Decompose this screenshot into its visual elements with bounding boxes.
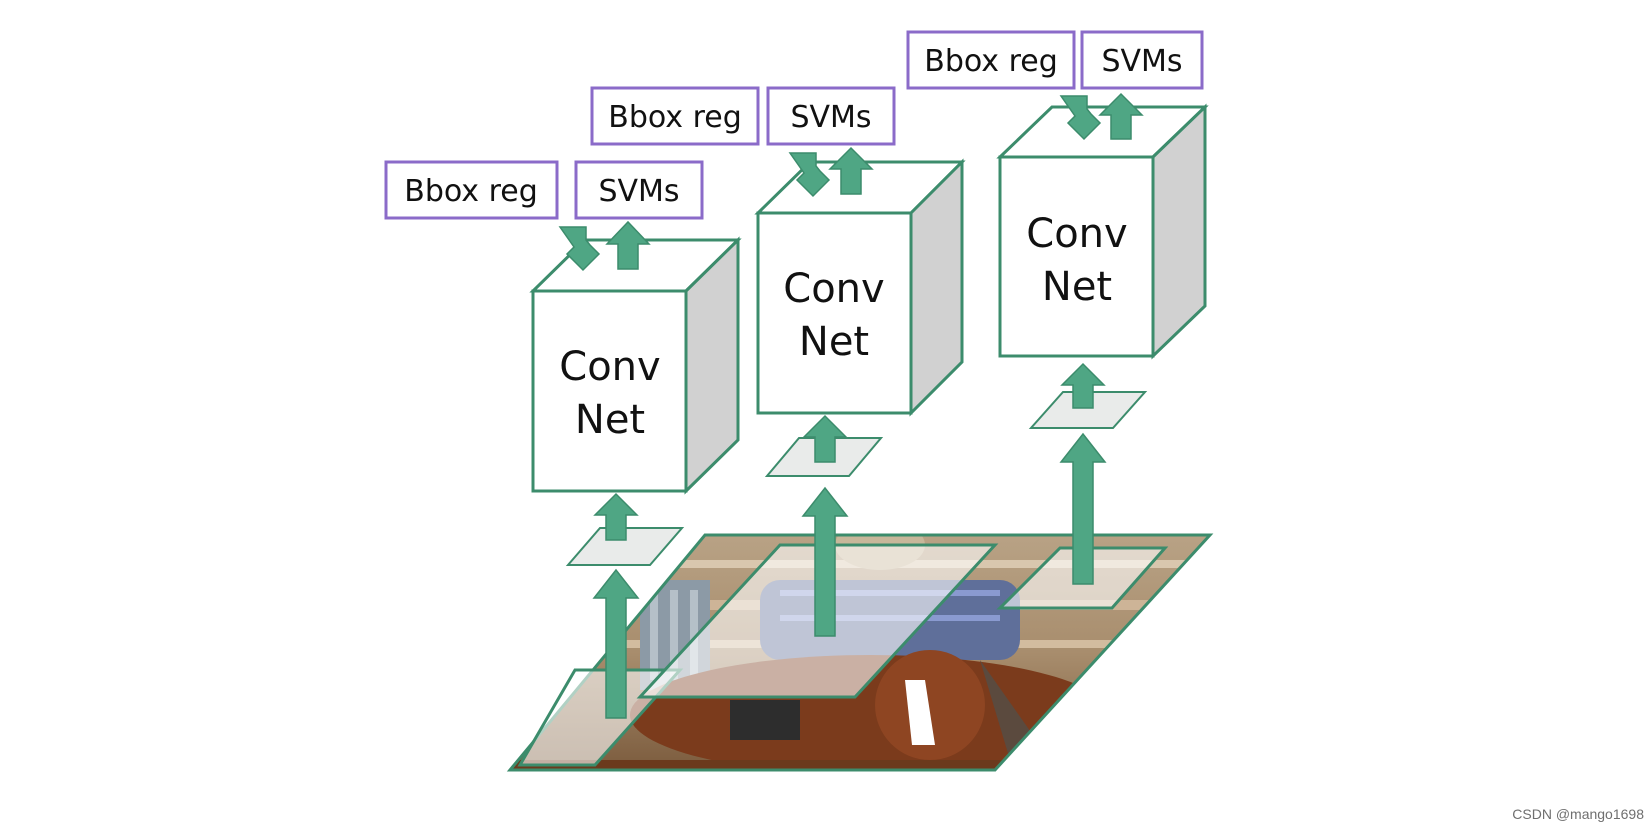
bbox-reg-box-3: Bbox reg (906, 30, 1076, 90)
bbox-reg-label: Bbox reg (608, 100, 742, 135)
convnet-label-line2: Net (799, 319, 869, 365)
svms-label: SVMs (598, 174, 679, 209)
arrow-up-icon (593, 492, 639, 541)
bbox-reg-box-2: Bbox reg (590, 86, 760, 146)
svms-label: SVMs (790, 100, 871, 135)
convnet-label-line1: Conv (559, 344, 660, 390)
arrow-up-icon (605, 220, 651, 270)
arrow-up-icon (828, 146, 874, 195)
arrow-up-icon (802, 414, 848, 463)
svms-label: SVMs (1101, 44, 1182, 79)
convnet-label-line1: Conv (783, 266, 884, 312)
watermark-text: CSDN @mango1698 (1512, 806, 1644, 822)
arrow-diagonal-icon (1059, 95, 1102, 141)
convnet-box-1: Conv Net (529, 236, 742, 495)
pipeline-3: Conv Net Bbox reg SVMs (906, 30, 1209, 585)
convnet-box-2: Conv Net (754, 158, 966, 417)
bbox-reg-label: Bbox reg (404, 174, 538, 209)
convnet-box-3: Conv Net (996, 103, 1209, 360)
arrow-up-icon (1098, 92, 1144, 140)
arrow-up-icon (801, 486, 849, 637)
svms-box-3: SVMs (1080, 30, 1204, 90)
warped-crop-3 (1028, 391, 1148, 429)
svms-box-2: SVMs (766, 86, 896, 146)
warped-crop-1 (565, 527, 685, 566)
arrow-up-icon (1059, 432, 1107, 585)
pipeline-1: Conv Net Bbox reg SVMs (384, 160, 742, 719)
pipeline-2: Conv Net Bbox reg SVMs (590, 86, 966, 637)
convnet-label-line2: Net (575, 397, 645, 443)
arrow-up-icon (592, 568, 640, 719)
arrow-diagonal-icon (558, 226, 601, 272)
region-proposal-1 (517, 668, 684, 767)
svms-box-1: SVMs (574, 160, 704, 220)
convnet-label-line2: Net (1042, 264, 1112, 310)
arrow-diagonal-icon (788, 152, 831, 198)
bbox-reg-box-1: Bbox reg (384, 160, 559, 220)
convnet-label-line1: Conv (1026, 211, 1127, 257)
bbox-reg-label: Bbox reg (924, 44, 1058, 79)
arrow-up-icon (1060, 362, 1106, 409)
